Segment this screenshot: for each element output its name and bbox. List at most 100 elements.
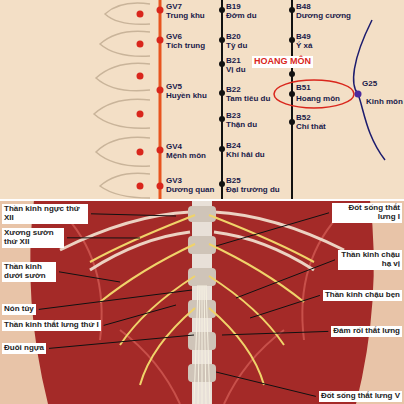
anatomy-label: Thần kinh ngực thứ XII [2,204,88,224]
anatomy-label: Đuôi ngựa [2,343,46,354]
acupoint-dot [157,147,164,154]
acupoint-dot [157,87,164,94]
vertebra-outline [94,99,150,128]
anatomy-label: Đốt sống thắt lưng V [319,391,402,402]
point-label: Tỳ du [226,42,247,51]
nerve-root [206,285,210,404]
acupoint-dot [137,73,144,80]
point-label: Dương quan [166,186,214,195]
acupoint-dot [137,41,144,48]
point-label: GV5 [166,83,182,92]
vertebra-outline [105,3,150,24]
nerve-root [204,285,206,404]
leader-line [250,295,320,318]
leader-line [222,331,328,335]
acupoint-dot [219,90,225,96]
point-label: B49 [296,33,311,42]
point-label: Đại trường du [226,186,280,195]
vertebra-outline [100,173,150,198]
skin-side [356,200,404,404]
point-label: Đởm du [226,12,257,21]
point-label: GV6 [166,33,182,42]
point-label: Huyền khu [166,92,207,101]
point-label: Ý xá [296,42,312,51]
acupoint-dot [157,7,164,14]
nerve-root [198,285,200,404]
highlight-ellipse [274,80,354,108]
anatomy-label: Thần kinh thắt lưng thứ I [2,320,101,331]
acupoint-dot [289,71,295,77]
point-label: B48 [296,3,311,12]
point-label: Chí thất [296,123,326,132]
point-label: B24 [226,142,241,151]
point-label: B23 [226,112,241,121]
anatomy-label: Xương sườn thứ XII [2,228,64,248]
point-label: Dương cương [296,12,351,21]
nerve [100,244,195,302]
anatomy-label: Đám rối thắt lưng [331,326,402,337]
leader-line [236,260,335,298]
bladder-line [291,0,293,200]
leader-line [67,237,140,238]
nerve [140,308,195,385]
point-label: Hoang môn [296,95,340,104]
muscle-ground [0,200,404,404]
point-label: Mệnh môn [166,152,206,161]
vertebra [188,206,216,222]
point-label: B20 [226,33,241,42]
nerve-root [194,285,198,404]
vertebra-outline [100,31,150,56]
vertebra-outline [94,3,150,198]
point-label: G25 [362,80,377,89]
anatomy-label: Đốt sống thắt lưng I [332,203,402,223]
nerve [90,215,195,262]
leader-line [216,213,329,246]
point-label: B52 [296,114,311,123]
point-label: B22 [226,86,241,95]
point-label: B21 [226,57,241,66]
anatomy-label: Thần kinh chậu bẹn [323,290,402,301]
acupoint-dot [137,183,144,190]
highlight-title: HOANG MÔN [252,56,313,68]
acupoint-dot [289,91,295,97]
acupoint-dot [289,37,295,43]
anatomy-label: Thần kinh chậu hạ vị [338,250,402,270]
point-label: Thận du [226,121,257,130]
point-label: GV7 [166,3,182,12]
meridian-curve [354,20,385,160]
acupoint-dot [137,111,144,118]
leader-line [49,335,194,348]
muscle-fibre [224,330,284,404]
leader-line [216,372,316,396]
governor-vessel-line [159,0,162,200]
nerve-root [202,285,203,404]
point-label: Trung khu [166,12,205,21]
vertebra-outline [96,137,150,166]
acupoint-dot [219,7,225,13]
muscle-fibre [302,210,344,340]
anatomy-label: Nón tủy [2,304,36,315]
point-label: Tích trung [166,42,205,51]
acupoint-dot [219,146,225,152]
panel-divider [0,199,404,201]
acupoint-dot [289,7,295,13]
point-label: Tam tiêu du [226,95,270,104]
acupoint-dot [219,37,225,43]
acupoint-dots [137,7,164,190]
muscle-fibres [60,210,344,404]
point-label: Kinh môn [366,98,403,107]
point-label: Vị du [226,66,246,75]
leader-line [59,272,120,282]
point-label: B19 [226,3,241,12]
acupoint-dot [137,11,144,18]
acupoint-dot [157,37,164,44]
point-label: GV4 [166,143,182,152]
leader-line [91,214,176,216]
bladder-line [221,0,223,200]
nerve [209,308,264,385]
point-label: Khí hải du [226,151,265,160]
acupoint-dot [219,61,225,67]
acupoint-dot [137,149,144,156]
